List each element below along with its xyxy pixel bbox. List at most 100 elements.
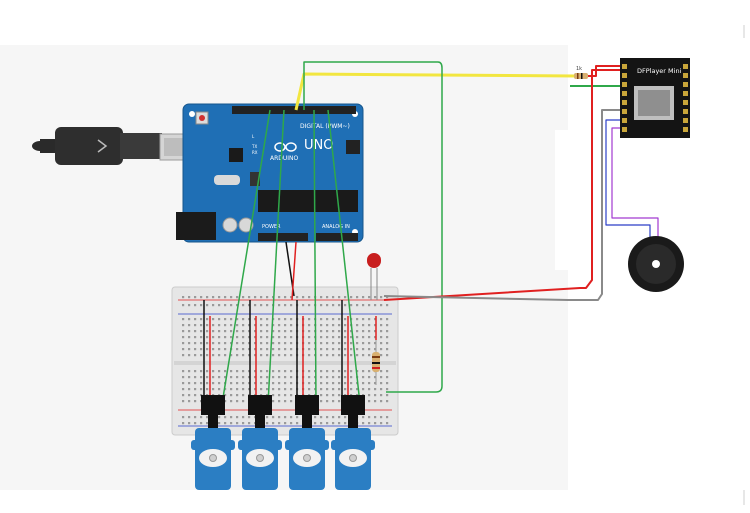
breadboard-hole [362,304,365,307]
breadboard-hole [242,400,245,403]
breadboard-hole [380,348,383,351]
speaker[interactable] [628,236,684,292]
breadboard-hole [194,318,197,321]
breadboard-hole [200,422,203,425]
breadboard-hole [362,330,365,333]
breadboard-hole [200,370,203,373]
uno-label: UNO [304,138,333,153]
breadboard-hole [272,422,275,425]
breadboard-hole [260,330,263,333]
breadboard-hole [326,348,329,351]
breadboard-hole [254,354,257,357]
breadboard-hole [344,296,347,299]
breadboard-hole [320,422,323,425]
dfplayer-pin[interactable] [622,109,627,114]
dfplayer-pin[interactable] [622,100,627,105]
dfplayer-pin[interactable] [622,118,627,123]
breadboard-hole [314,388,317,391]
breadboard-hole [194,324,197,327]
breadboard-hole [248,382,251,385]
breadboard-hole [206,354,209,357]
breadboard-hole [266,296,269,299]
breadboard-hole [380,336,383,339]
breadboard-hole [344,382,347,385]
breadboard-hole [266,370,269,373]
dfplayer-pin[interactable] [683,127,688,132]
breadboard-hole [284,376,287,379]
dfplayer-pin[interactable] [622,82,627,87]
resistor[interactable] [372,338,380,385]
dfplayer-pin[interactable] [683,64,688,69]
dfplayer-pin[interactable] [622,91,627,96]
breadboard-hole [332,318,335,321]
breadboard-hole [350,330,353,333]
breadboard-hole [266,336,269,339]
small-chip [229,148,243,162]
breadboard-hole [380,394,383,397]
breadboard-hole [278,422,281,425]
breadboard-hole [278,416,281,419]
breadboard-hole [350,348,353,351]
breadboard-hole [356,388,359,391]
servo-connector [295,395,319,415]
dfplayer-pin[interactable] [683,118,688,123]
breadboard-hole [368,370,371,373]
breadboard-hole [374,382,377,385]
breadboard-hole [260,348,263,351]
breadboard-hole [326,394,329,397]
breadboard-hole [272,400,275,403]
breadboard-hole [284,304,287,307]
breadboard-hole [386,400,389,403]
breadboard-hole [206,348,209,351]
breadboard-hole [320,394,323,397]
dfplayer-pin[interactable] [683,82,688,87]
breadboard-hole [326,336,329,339]
breadboard-hole [374,376,377,379]
breadboard-hole [332,296,335,299]
breadboard-hole [278,354,281,357]
breadboard-hole [272,394,275,397]
arduino-uno-board[interactable]: DIGITAL (PWM~) ARDUINO UNO TX RX L POWER… [176,103,364,243]
breadboard-hole [290,304,293,307]
analog-header[interactable] [316,233,358,241]
breadboard-hole [374,304,377,307]
breadboard-hole [338,382,341,385]
dfplayer-pin[interactable] [683,100,688,105]
breadboard-hole [344,330,347,333]
dfplayer-pin[interactable] [683,73,688,78]
breadboard-hole [242,382,245,385]
voltage-regulator [250,172,260,186]
dfplayer-pin[interactable] [683,91,688,96]
breadboard-hole [272,336,275,339]
breadboard-hole [368,324,371,327]
breadboard-hole [362,348,365,351]
dfplayer-pin[interactable] [622,127,627,132]
breadboard-hole [278,394,281,397]
power-header[interactable] [258,233,308,241]
breadboard-hole [224,304,227,307]
breadboard-hole [362,382,365,385]
breadboard-hole [248,330,251,333]
dfplayer-pin[interactable] [622,73,627,78]
breadboard-hole [236,354,239,357]
serial-resistor[interactable]: 1k [574,66,588,79]
breadboard-hole [284,348,287,351]
breadboard-hole [386,336,389,339]
dfplayer-pin[interactable] [622,64,627,69]
breadboard-hole [242,394,245,397]
servo-mount-tab [191,440,235,450]
breadboard-hole [188,336,191,339]
breadboard-hole [374,324,377,327]
dfplayer-mini-module[interactable]: DFPlayer Mini [620,58,690,138]
breadboard-hole [206,336,209,339]
breadboard-hole [212,324,215,327]
red-led[interactable] [367,253,381,300]
digital-header[interactable] [232,106,356,114]
breadboard-hole [356,296,359,299]
breadboard-hole [194,336,197,339]
breadboard-hole [296,422,299,425]
dfplayer-pin[interactable] [683,109,688,114]
breadboard-hole [182,400,185,403]
breadboard-hole [350,304,353,307]
breadboard-hole [350,354,353,357]
